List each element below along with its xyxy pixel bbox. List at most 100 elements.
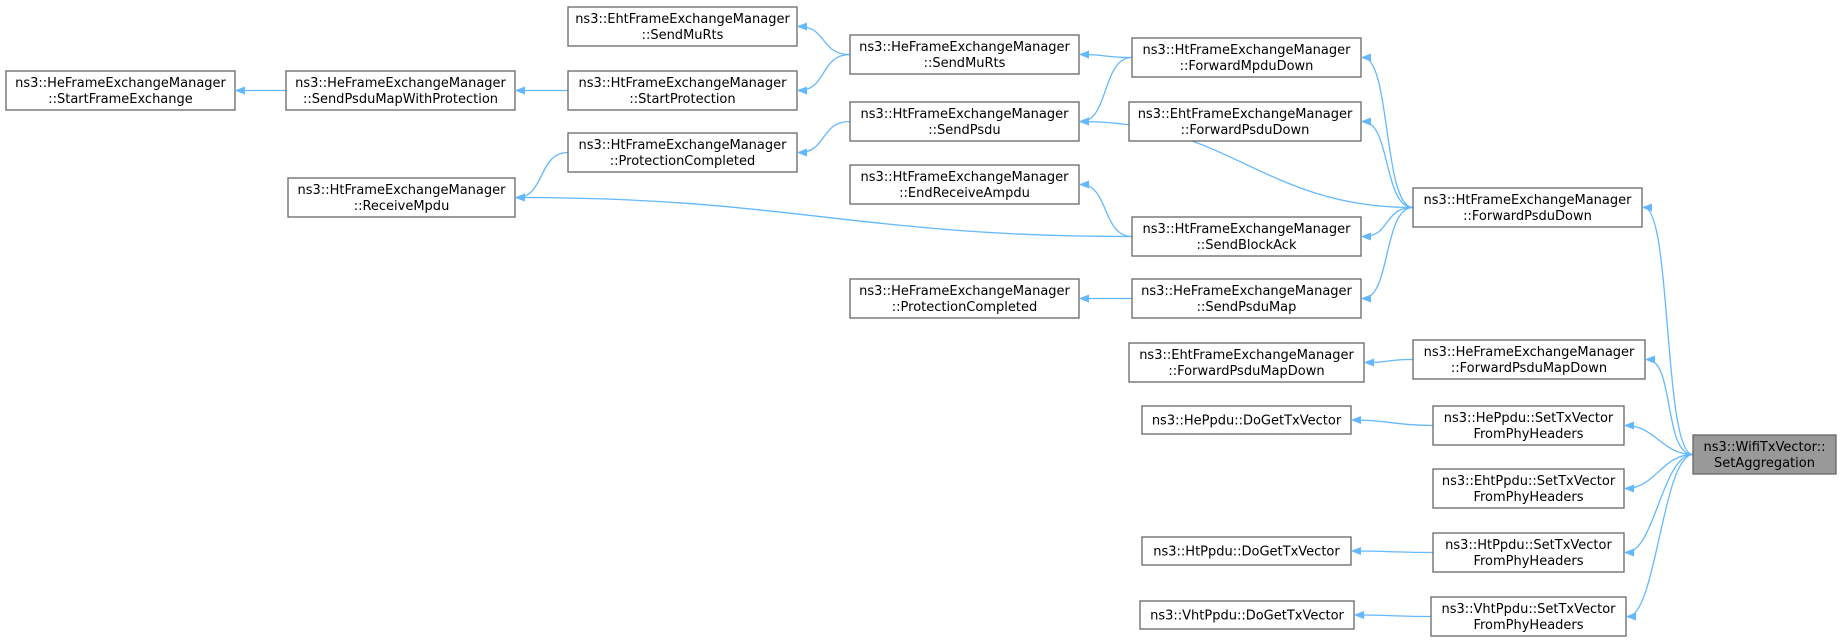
- call-edge: [1366, 360, 1414, 363]
- call-edge: [1353, 551, 1434, 553]
- node-label-line: ns3::HtFrameExchangeManager: [1143, 222, 1352, 237]
- node-box: [1412, 339, 1646, 380]
- node-box: [567, 6, 798, 47]
- node-label-line: ns3::EhtPpdu::SetTxVector: [1442, 474, 1616, 489]
- node-box: [1432, 468, 1625, 509]
- node-box: [849, 164, 1080, 205]
- node-box: [1430, 596, 1627, 637]
- node-label-line: ns3::EhtFrameExchangeManager: [575, 12, 790, 27]
- call-edge: [1081, 56, 1133, 122]
- node-box: [1139, 600, 1355, 630]
- node-label-line: ::SendMuRts: [924, 56, 1006, 71]
- function-node[interactable]: ns3::HeFrameExchangeManager::SendPsduMap: [1131, 278, 1362, 319]
- call-edge: [799, 27, 851, 56]
- node-label-line: FromPhyHeaders: [1473, 490, 1583, 505]
- node-label-line: ns3::HtFrameExchangeManager: [298, 183, 507, 198]
- node-box: [1141, 405, 1352, 435]
- function-node[interactable]: ns3::HeFrameExchangeManager::SendPsduMap…: [285, 70, 516, 111]
- function-node[interactable]: ns3::HtFrameExchangeManager::EndReceiveA…: [849, 164, 1080, 205]
- node-label-line: ns3::HtPpdu::SetTxVector: [1445, 538, 1612, 553]
- node-box: [567, 132, 798, 173]
- node-label-line: ns3::HeFrameExchangeManager: [859, 40, 1070, 55]
- call-edge: [1647, 360, 1694, 456]
- call-edge: [1081, 185, 1133, 238]
- node-box: [1131, 37, 1362, 78]
- node-box: [287, 177, 516, 218]
- node-box: [1432, 405, 1625, 446]
- node-label-line: ns3::VhtPpdu::DoGetTxVector: [1150, 609, 1344, 624]
- function-node[interactable]: ns3::HeFrameExchangeManager::ProtectionC…: [849, 278, 1080, 319]
- function-node[interactable]: ns3::EhtFrameExchangeManager::ForwardPsd…: [1128, 101, 1362, 142]
- node-label-line: ::ProtectionCompleted: [610, 154, 755, 169]
- node-label-line: ns3::VhtPpdu::SetTxVector: [1441, 602, 1616, 617]
- node-label-line: ns3::HeFrameExchangeManager: [859, 284, 1070, 299]
- call-edge: [1626, 453, 1694, 489]
- node-box: [1128, 342, 1365, 383]
- node-label-line: ::ReceiveMpdu: [354, 199, 450, 214]
- node-box: [5, 70, 236, 111]
- node-box: [1412, 187, 1643, 228]
- call-edge: [1626, 453, 1694, 553]
- node-label-line: FromPhyHeaders: [1473, 427, 1583, 442]
- call-edge: [1081, 55, 1133, 58]
- node-label-line: ns3::HtFrameExchangeManager: [861, 107, 1070, 122]
- call-edge: [1628, 453, 1694, 617]
- node-box: [849, 34, 1080, 75]
- node-box: [1432, 532, 1625, 573]
- node-box: [1692, 434, 1837, 475]
- call-edge: [799, 120, 851, 153]
- edges-layer: [237, 27, 1694, 617]
- node-label-line: ns3::HtFrameExchangeManager: [579, 138, 788, 153]
- node-label-line: ns3::HeFrameExchangeManager: [1141, 284, 1352, 299]
- node-label-line: ns3::HtFrameExchangeManager: [861, 170, 1070, 185]
- function-node[interactable]: ns3::HtFrameExchangeManager::SendBlockAc…: [1131, 216, 1362, 257]
- node-label-line: ns3::HeFrameExchangeManager: [15, 76, 226, 91]
- call-edge: [517, 151, 569, 198]
- node-label-line: ::EndReceiveAmpdu: [899, 186, 1030, 201]
- function-node[interactable]: ns3::HtPpdu::DoGetTxVector: [1141, 536, 1352, 566]
- node-label-line: FromPhyHeaders: [1473, 618, 1583, 633]
- call-edge: [1626, 426, 1694, 456]
- call-edge: [1363, 206, 1414, 299]
- function-node[interactable]: ns3::HtFrameExchangeManager::ForwardMpdu…: [1131, 37, 1362, 78]
- function-node[interactable]: ns3::VhtPpdu::DoGetTxVector: [1139, 600, 1355, 630]
- node-box: [849, 278, 1080, 319]
- node-label-line: ::ForwardPsduDown: [1463, 209, 1592, 224]
- function-node[interactable]: ns3::EhtFrameExchangeManager::SendMuRts: [567, 6, 798, 47]
- node-label-line: ns3::HeFrameExchangeManager: [295, 76, 506, 91]
- node-label-line: ns3::WifiTxVector::: [1703, 440, 1825, 455]
- node-label-line: ns3::HePpdu::DoGetTxVector: [1152, 414, 1342, 429]
- function-node[interactable]: ns3::HeFrameExchangeManager::StartFrameE…: [5, 70, 236, 111]
- node-label-line: ::SendPsdu: [928, 123, 1000, 138]
- function-node[interactable]: ns3::HtFrameExchangeManager::ForwardPsdu…: [1412, 187, 1643, 228]
- node-label-line: ::SendPsduMap: [1197, 300, 1297, 315]
- call-edge: [1356, 615, 1432, 617]
- root-function-node[interactable]: ns3::WifiTxVector::SetAggregation: [1692, 434, 1837, 475]
- node-box: [1141, 536, 1352, 566]
- node-box: [285, 70, 516, 111]
- function-node[interactable]: ns3::HtFrameExchangeManager::SendPsdu: [849, 101, 1080, 142]
- call-edge: [1353, 420, 1434, 427]
- function-node[interactable]: ns3::HeFrameExchangeManager::SendMuRts: [849, 34, 1080, 75]
- node-label-line: SetAggregation: [1714, 456, 1815, 471]
- node-label-line: ::SendPsduMapWithProtection: [303, 92, 498, 107]
- call-edge: [1363, 206, 1414, 237]
- function-node[interactable]: ns3::HePpdu::DoGetTxVector: [1141, 405, 1352, 435]
- function-node[interactable]: ns3::HtFrameExchangeManager::ReceiveMpdu: [287, 177, 516, 218]
- node-box: [1131, 216, 1362, 257]
- call-edge: [517, 198, 1133, 238]
- function-node[interactable]: ns3::HtFrameExchangeManager::ProtectionC…: [567, 132, 798, 173]
- function-node[interactable]: ns3::HtFrameExchangeManager::StartProtec…: [567, 70, 798, 111]
- function-node[interactable]: ns3::EhtFrameExchangeManager::ForwardPsd…: [1128, 342, 1365, 383]
- node-label-line: ::StartFrameExchange: [48, 92, 193, 107]
- node-label-line: ns3::EhtFrameExchangeManager: [1139, 348, 1354, 363]
- node-label-line: ::ForwardPsduMapDown: [1451, 361, 1607, 376]
- function-node[interactable]: ns3::HeFrameExchangeManager::ForwardPsdu…: [1412, 339, 1646, 380]
- node-box: [1128, 101, 1362, 142]
- call-edge: [799, 53, 851, 91]
